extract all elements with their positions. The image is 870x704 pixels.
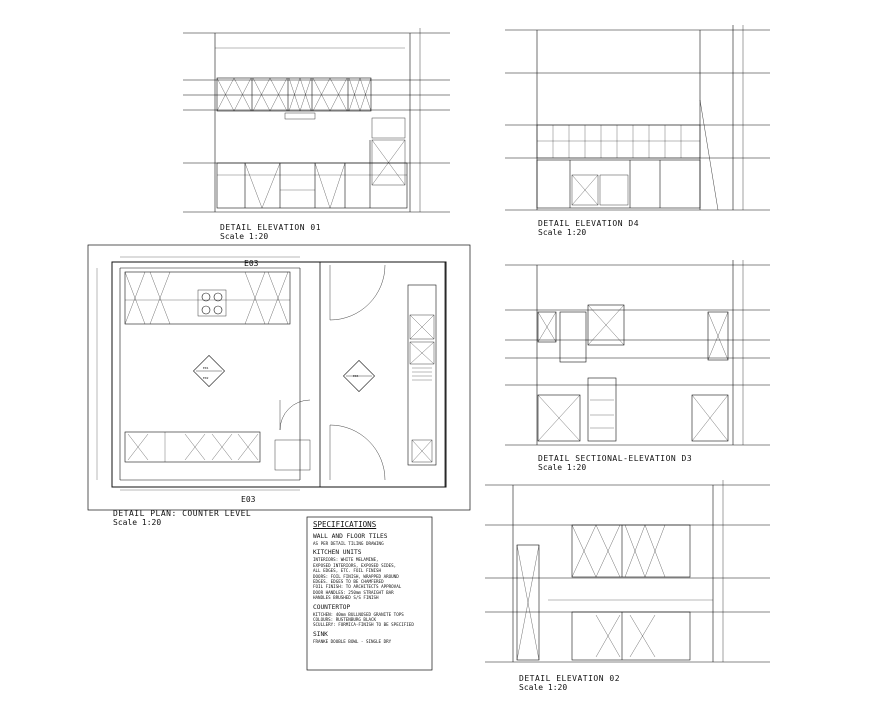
spec-line: COLOURS: RUSTENBURG BLACK [313, 617, 377, 623]
specifications-box [306, 516, 433, 671]
spec-section-title: KITCHEN UNITS [313, 549, 362, 557]
spec-line: INTERIORS: WHITE MELAMINE, [313, 557, 379, 563]
svg-text:DETAIL ELEVATION 02: DETAIL ELEVATION 02 [519, 674, 620, 683]
svg-text:DETAIL PLAN: COUNTER LEVEL: DETAIL PLAN: COUNTER LEVEL [113, 509, 251, 518]
spec-line: AS PER DETAIL TILING DRAWING [313, 541, 384, 546]
spec-line: EDGES. EDGES TO BE CHAMFERED [313, 579, 384, 585]
specifications-heading: SPECIFICATIONS [313, 520, 377, 529]
plan-markers: E03 E03 E01 E02 E04 [203, 259, 359, 504]
spec-line: SCULLERY: FORMICA-FINISH TO BE SPECIFIED [313, 622, 414, 628]
svg-text:Scale 1:20: Scale 1:20 [113, 518, 161, 527]
elevation-03 [505, 260, 770, 446]
spec-section-title: COUNTERTOP [313, 603, 351, 611]
spec-line: DOORS: FOIL FINISH, WRAPPED AROUND [313, 573, 399, 579]
svg-text:E03: E03 [244, 259, 259, 268]
elevation-02 [485, 480, 770, 663]
elevation-01-title: DETAIL ELEVATION 01 Scale 1:20 [220, 223, 321, 241]
elevation-01 [183, 28, 450, 213]
svg-text:E03: E03 [241, 495, 256, 504]
spec-line: FRANKE DOUBLE BOWL - SINGLE DRY [313, 638, 392, 644]
elevation-03-title: DETAIL SECTIONAL-ELEVATION D3 Scale 1:20 [538, 454, 692, 472]
spec-section-title: WALL AND FLOOR TILES [313, 533, 388, 540]
svg-text:Scale 1:20: Scale 1:20 [538, 228, 586, 237]
svg-text:DETAIL ELEVATION 01: DETAIL ELEVATION 01 [220, 223, 321, 232]
elevation-04 [505, 25, 770, 211]
svg-text:Scale 1:20: Scale 1:20 [220, 232, 268, 241]
svg-text:E02: E02 [203, 376, 209, 380]
spec-line: KITCHEN: 40mm BULLNOSED GRANITE TOPS [313, 611, 404, 617]
plan-counter-level [87, 244, 471, 511]
svg-text:Scale 1:20: Scale 1:20 [538, 463, 586, 472]
spec-line: FOIL FINISH: TO ARCHITECTS APPROVAL [313, 584, 402, 590]
spec-line: EXPOSED INTERIORS, EXPOSED SIDES, [313, 562, 397, 568]
elevation-04-title: DETAIL ELEVATION D4 Scale 1:20 [538, 219, 639, 237]
elevation-02-title: DETAIL ELEVATION 02 Scale 1:20 [519, 674, 620, 692]
svg-text:E01: E01 [203, 366, 209, 370]
spec-line: DOOR HANDLES: 250mm STRAIGHT BAR [313, 589, 394, 595]
plan-title: DETAIL PLAN: COUNTER LEVEL Scale 1:20 [113, 509, 251, 527]
svg-text:Scale 1:20: Scale 1:20 [519, 683, 567, 692]
spec-line: HANDLES BRUSHED S/S FINISH [313, 595, 379, 601]
spec-section-title: SINK [313, 630, 328, 638]
spec-line: ALL EDGES, ETC. FOIL FINISH [313, 568, 382, 574]
svg-text:E04: E04 [353, 374, 359, 378]
svg-text:DETAIL ELEVATION D4: DETAIL ELEVATION D4 [538, 219, 639, 228]
svg-text:DETAIL SECTIONAL-ELEVATION D3: DETAIL SECTIONAL-ELEVATION D3 [538, 454, 692, 463]
